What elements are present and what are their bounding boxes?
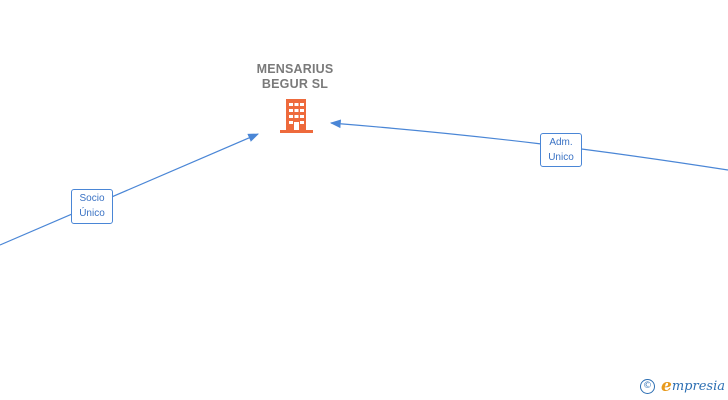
edge-label-adm-unico[interactable]: Adm. Unico <box>540 133 582 167</box>
edge-label-socio-unico[interactable]: Socio Único <box>71 189 113 224</box>
company-name[interactable]: MENSARIUS BEGUR SL <box>256 62 334 91</box>
edge-label-line: Socio <box>79 193 105 204</box>
brand-initial: e <box>661 376 672 396</box>
edge-label-line: Único <box>79 208 105 219</box>
edge-label-line: Adm. <box>549 137 573 148</box>
empresia-watermark: © e mpresia <box>640 376 725 396</box>
edge-socio-unico <box>0 133 259 246</box>
building-icon[interactable] <box>280 99 313 133</box>
brand-name: mpresia <box>671 378 725 394</box>
copyright-icon: © <box>640 378 656 394</box>
edge-label-line: Unico <box>548 152 574 163</box>
edge-adm-unico <box>329 119 728 171</box>
